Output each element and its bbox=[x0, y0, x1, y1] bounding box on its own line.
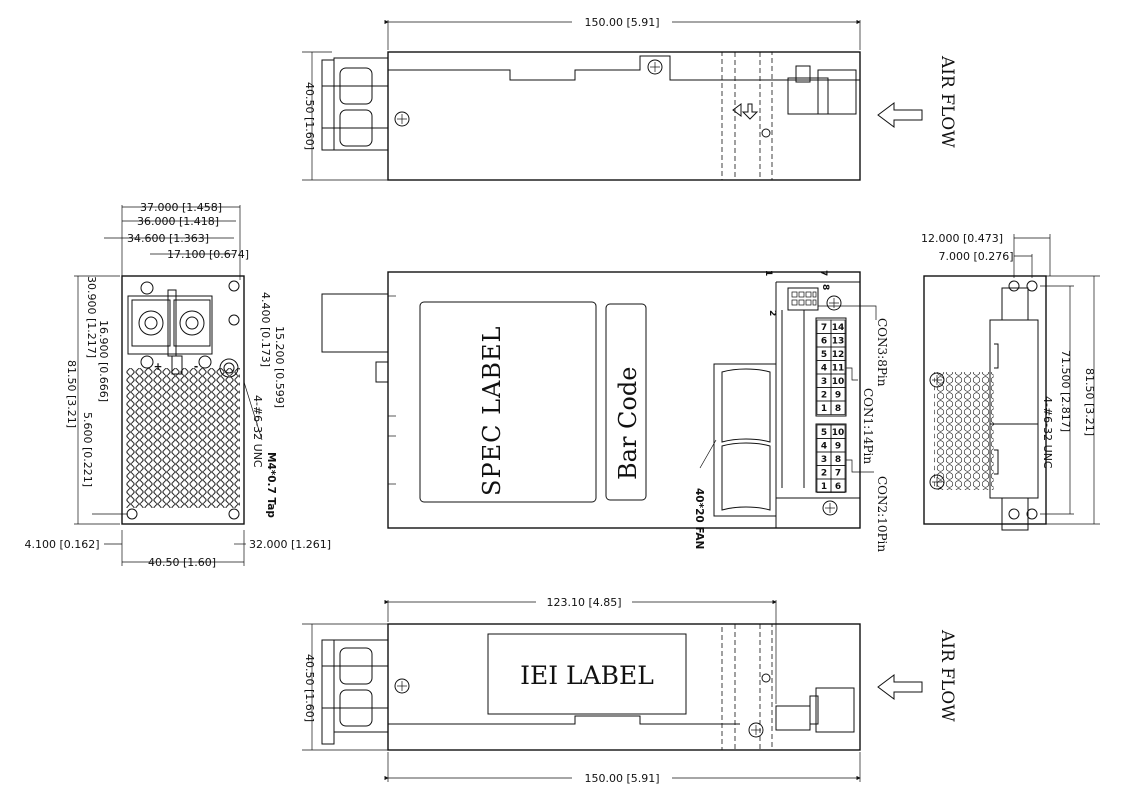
pin-number: 4 bbox=[821, 364, 827, 374]
dim-34: 34.600 [1.363] bbox=[127, 232, 209, 245]
pin-number: 12 bbox=[832, 350, 845, 360]
pin-number: 9 bbox=[835, 391, 841, 401]
iei-label: IEI LABEL bbox=[520, 661, 654, 690]
pin-number: 7 bbox=[835, 469, 841, 479]
con1-label: CON1:14Pin bbox=[861, 388, 875, 464]
pin-cell bbox=[830, 478, 846, 493]
front-view: + - 37.000 [1.458] 36.000 [1.418] 34.600… bbox=[24, 201, 331, 569]
pin-number: 1 bbox=[821, 482, 827, 492]
dim-36: 36.000 [1.418] bbox=[137, 215, 219, 228]
pin-number: 9 bbox=[835, 442, 841, 452]
top-height-dim: 40.50 [1.60] bbox=[303, 82, 316, 150]
pin-number: 5 bbox=[821, 428, 827, 438]
pin-number: 8 bbox=[835, 404, 841, 414]
bottom-view: IEI LABEL 123.10 [4.85] 150.00 [5.91] 40… bbox=[302, 596, 957, 785]
top-width-dim: 150.00 [5.91] bbox=[584, 16, 659, 29]
side-dim-81: 81.50 [3.21] bbox=[1083, 368, 1096, 436]
pin-number: 8 bbox=[835, 455, 841, 465]
side-view: 12.000 [0.473] 7.000 [0.276] 71.500 [2.8… bbox=[921, 232, 1100, 531]
side-dim-71: 71.500 [2.817] bbox=[1059, 350, 1072, 432]
pin-number: 6 bbox=[821, 337, 827, 347]
con2-label: CON2:10Pin bbox=[875, 476, 889, 552]
dim-15: 15.200 [0.599] bbox=[273, 326, 286, 408]
dim-4-1: 4.100 [0.162] bbox=[24, 538, 99, 551]
dim-4-4: 4.400 [0.173] bbox=[259, 292, 272, 367]
con3-pin-7: 7 bbox=[818, 270, 828, 276]
pin-number: 3 bbox=[821, 377, 827, 387]
dim-17: 17.100 [0.674] bbox=[167, 248, 249, 261]
top-view: 150.00 [5.91] 40.50 [1.60] AIR FLOW bbox=[302, 16, 957, 181]
pin-number: 10 bbox=[832, 428, 845, 438]
dim-30: 30.900 [1.217] bbox=[85, 276, 98, 358]
pin-number: 2 bbox=[821, 391, 827, 401]
bottom-length-dim: 123.10 [4.85] bbox=[546, 596, 621, 609]
top-airflow: AIR FLOW bbox=[937, 55, 957, 148]
dim-81-front: 81.50 [3.21] bbox=[65, 360, 78, 428]
pin-number: 11 bbox=[832, 364, 845, 374]
con3-pin-1: 1 bbox=[763, 270, 773, 276]
dim-16: 16.900 [0.666] bbox=[97, 320, 110, 402]
side-dim-12: 12.000 [0.473] bbox=[921, 232, 1003, 245]
pin-number: 6 bbox=[835, 482, 841, 492]
con3-label: CON3:8Pin bbox=[875, 318, 889, 387]
bottom-height-dim: 40.50 [1.60] bbox=[303, 654, 316, 722]
con3-pins bbox=[791, 291, 817, 306]
pin-cell bbox=[830, 400, 846, 415]
minus-mark: - bbox=[194, 361, 198, 373]
screw-note-front: 4-#6-32 UNC bbox=[251, 395, 264, 468]
pin-number: 5 bbox=[821, 350, 827, 360]
pin-number: 14 bbox=[832, 323, 845, 333]
dim-40-front: 40.50 [1.60] bbox=[148, 556, 216, 569]
plus-mark: + bbox=[154, 361, 163, 373]
dim-37: 37.000 [1.458] bbox=[140, 201, 222, 214]
bottom-width-dim: 150.00 [5.91] bbox=[584, 772, 659, 785]
pin-number: 10 bbox=[832, 377, 845, 387]
bar-code: Bar Code bbox=[614, 367, 642, 480]
dim-5-6: 5.600 [0.221] bbox=[81, 412, 94, 487]
bottom-airflow: AIR FLOW bbox=[937, 629, 957, 722]
pin-number: 3 bbox=[821, 455, 827, 465]
spec-label: SPEC LABEL bbox=[478, 326, 506, 496]
con3-pin-8: 8 bbox=[820, 284, 830, 290]
pin-number: 4 bbox=[821, 442, 827, 452]
dim-32: 32.000 [1.261] bbox=[249, 538, 331, 551]
tap-note: M4*0.7 Tap bbox=[265, 452, 277, 518]
pin-number: 1 bbox=[821, 404, 827, 414]
con3-pin-2: 2 bbox=[767, 310, 777, 316]
fan-note: 40*20 FAN bbox=[693, 488, 705, 549]
pin-number: 7 bbox=[821, 323, 827, 333]
side-screw-note: 4-#6-32 UNC bbox=[1041, 396, 1054, 469]
plan-view: SPEC LABEL Bar Code 40*20 FAN 1 2 7 8 CO… bbox=[321, 270, 889, 552]
pin-number: 13 bbox=[832, 337, 845, 347]
pin-number: 2 bbox=[821, 469, 827, 479]
side-dim-7: 7.000 [0.276] bbox=[938, 250, 1013, 263]
